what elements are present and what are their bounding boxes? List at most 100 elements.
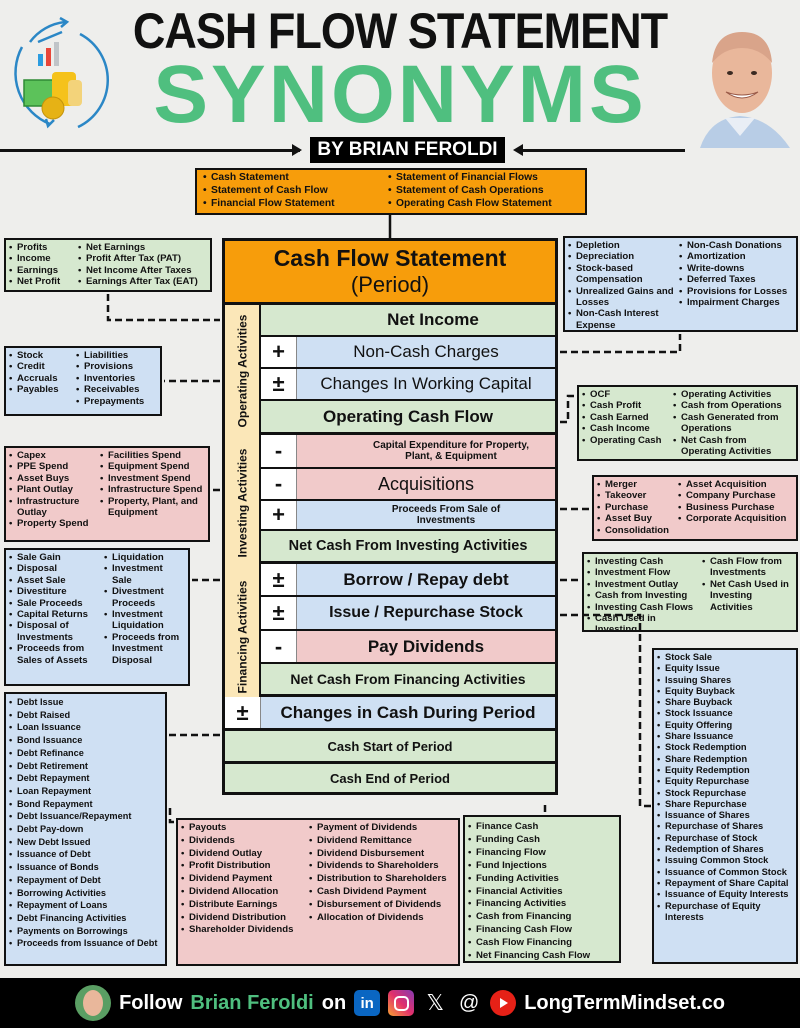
synonym-item: Stock Sale [657, 652, 793, 664]
investing-synonyms-col1: Investing CashInvestment FlowInvestment … [587, 556, 699, 630]
synonym-item: Unrealized Gains and Losses [568, 286, 674, 309]
arrow-right-icon [292, 144, 302, 156]
statement-title: Cash Flow Statement [273, 245, 507, 271]
footer-author-link[interactable]: Brian Feroldi [190, 991, 314, 1014]
title-line-1: CASH FLOW STATEMENT [132, 2, 668, 60]
synonym-item: Investment Spend [100, 473, 205, 485]
synonym-item: Prepayments [76, 396, 157, 408]
footer-on: on [321, 991, 347, 1014]
synonym-item: Capital Returns [9, 609, 101, 621]
synonym-item: Stock Redemption [657, 742, 793, 754]
author-photo [680, 18, 800, 148]
synonym-item: Capex [9, 450, 95, 462]
footer-website-link[interactable]: LongTermMindset.co [524, 991, 725, 1014]
plus-minus-icon: ± [225, 697, 261, 728]
synonym-item: Cash Flow Financing [468, 937, 590, 950]
synonym-item: Fund Injections [468, 860, 590, 873]
synonym-item: Net Cash Used in Investing Activities [702, 579, 793, 613]
synonym-item: Debt Repayment [9, 772, 157, 785]
statement-synonyms-col1: Cash StatementStatement of Cash FlowFina… [203, 171, 378, 212]
non-cash-synonyms-box: DepletionDepreciationStock-based Compens… [563, 236, 798, 332]
synonym-item: Stock Issuance [657, 708, 793, 720]
row-borrow: ± Borrow / Repay debt [261, 564, 555, 597]
synonym-item: Debt Retirement [9, 760, 157, 773]
synonym-item: Cash Income [582, 423, 668, 435]
synonym-item: Accruals [9, 373, 71, 385]
synonym-item: Cash Used in Investing [587, 613, 699, 630]
synonym-item: Financial Flow Statement [203, 197, 378, 210]
arrow-left-icon [513, 144, 523, 156]
synonym-item: Debt Pay-down [9, 823, 157, 836]
row-working-capital: ± Changes In Working Capital [261, 369, 555, 401]
synonym-item: Issuance of Bonds [9, 861, 157, 874]
x-icon[interactable]: 𝕏 [426, 990, 445, 1015]
synonym-item: New Debt Issued [9, 836, 157, 849]
row-non-cash: + Non-Cash Charges [261, 337, 555, 369]
stock-synonyms-box: Stock SaleEquity IssueIssuing SharesEqui… [652, 648, 798, 964]
synonym-item: Debt Refinance [9, 747, 157, 760]
synonym-item: Property, Plant, and Equipment [100, 496, 205, 519]
cash-flow-statement: Cash Flow Statement (Period) Operating A… [222, 238, 558, 795]
synonym-item: Corporate Acquisition [678, 513, 793, 525]
ocf-label: Operating Cash Flow [322, 406, 494, 426]
synonym-item: Net Profit [9, 276, 73, 288]
synonym-item: Investment Flow [587, 567, 699, 579]
ocf-synonyms-col1: OCFCash ProfitCash EarnedCash IncomeOper… [582, 389, 668, 457]
synonym-item: Net Earnings [78, 242, 198, 254]
synonym-item: Equity Buyback [657, 686, 793, 698]
plus-minus-icon: ± [261, 369, 297, 399]
synonym-item: Cash from Investing [587, 590, 699, 602]
synonym-item: Asset Sale [9, 575, 101, 587]
section-financing: Financing Activities [225, 569, 261, 705]
synonym-item: Repayment of Share Capital [657, 878, 793, 890]
synonym-item: Operating Activities [673, 389, 793, 401]
synonym-item: Debt Financing Activities [9, 912, 157, 925]
synonym-item: OCF [582, 389, 668, 401]
synonym-item: Depletion [568, 240, 674, 252]
synonym-item: Allocation of Dividends [309, 912, 455, 925]
plus-minus-icon: ± [261, 597, 297, 629]
synonym-item: Redemption of Shares [657, 844, 793, 856]
divider-left [0, 149, 300, 152]
synonym-item: Earnings After Tax (EAT) [78, 276, 198, 288]
synonym-item: Issuing Common Stock [657, 855, 793, 867]
ocf-synonyms-box: OCFCash ProfitCash EarnedCash IncomeOper… [577, 385, 798, 461]
synonym-item: Divestment Proceeds [104, 586, 185, 609]
synonym-item: Equipment Spend [100, 461, 205, 473]
row-ocf: Operating Cash Flow [261, 401, 555, 435]
synonym-item: Dividend Allocation [181, 886, 305, 899]
synonym-item: Stock [9, 350, 71, 362]
threads-icon[interactable]: @ [459, 991, 480, 1014]
synonym-item: Non-Cash Donations [679, 240, 793, 252]
financing-synonyms-list: Finance CashFunding CashFinancing FlowFu… [468, 821, 590, 961]
connector-ocf [560, 394, 576, 424]
synonym-item: Investment Sale [104, 563, 185, 586]
synonym-item: Repayment of Loans [9, 899, 157, 912]
synonym-item: Proceeds from Investment Disposal [104, 632, 185, 666]
youtube-icon[interactable] [490, 990, 517, 1016]
synonym-item: Liabilities [76, 350, 157, 362]
linkedin-icon[interactable]: in [354, 990, 381, 1016]
synonym-item: Repurchase of Shares [657, 821, 793, 833]
proceeds-synonyms-col1: Sale GainDisposalAsset SaleDivestitureSa… [9, 552, 101, 682]
synonym-item: Funding Activities [468, 873, 590, 886]
footer-avatar [75, 985, 112, 1021]
instagram-icon[interactable] [388, 990, 415, 1016]
synonym-item: PPE Spend [9, 461, 95, 473]
synonym-item: Depreciation [568, 251, 674, 263]
synonym-item: Stock Repurchase [657, 788, 793, 800]
synonym-item: Cash Generated from Operations [673, 412, 793, 435]
row-cash-end: Cash End of Period [225, 764, 555, 792]
synonym-item: Distribute Earnings [181, 899, 305, 912]
non-cash-synonyms-col1: DepletionDepreciationStock-based Compens… [568, 240, 674, 330]
synonym-item: Asset Buy [597, 513, 673, 525]
synonym-item: Amortization [679, 251, 793, 263]
synonym-item: Stock-based Compensation [568, 263, 674, 286]
synonym-item: Disposal [9, 563, 101, 575]
proceeds-label: Proceeds From Sale of Investments [297, 501, 555, 529]
synonym-item: Asset Acquisition [678, 479, 793, 491]
section-investing: Investing Activities [225, 437, 261, 569]
working-capital-synonyms-col1: StockCreditAccrualsPayables [9, 350, 71, 412]
synonym-item: Payables [9, 384, 71, 396]
synonym-item: Financing Cash Flow [468, 924, 590, 937]
